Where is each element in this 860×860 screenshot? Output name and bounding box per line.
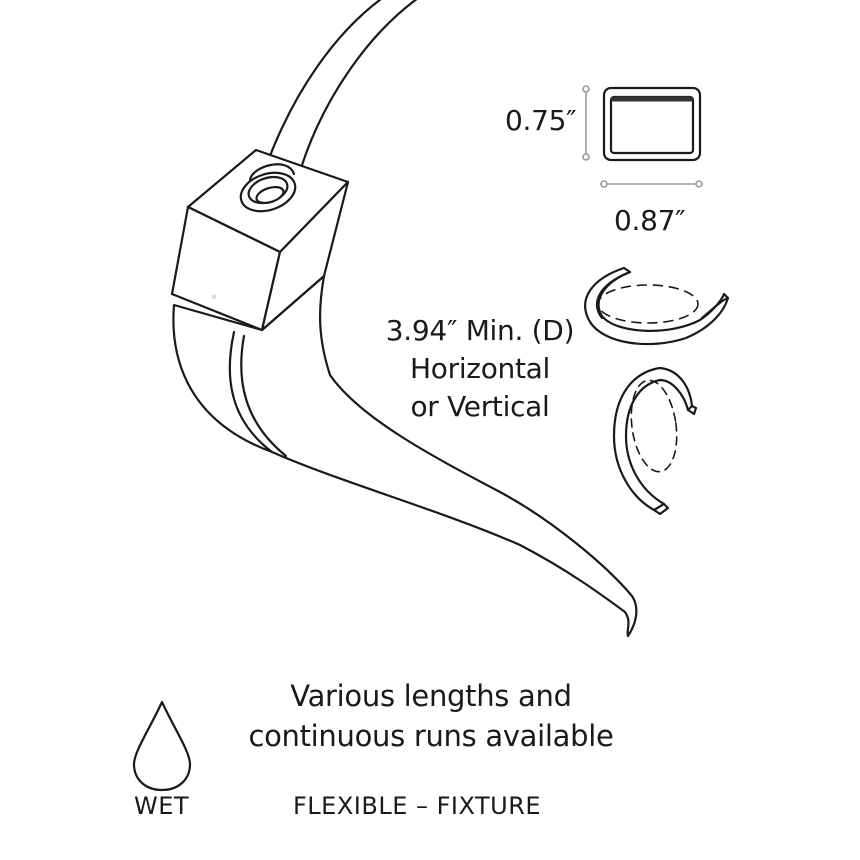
height-dimension-line	[582, 85, 590, 161]
availability-note: Various lengths and continuous runs avai…	[248, 676, 613, 756]
bend-orientation-line2: or Vertical	[410, 390, 550, 423]
horizontal-bend-icon	[584, 266, 730, 346]
connector-end-cap	[170, 148, 350, 332]
power-cable	[261, 0, 418, 187]
bend-orientation-line1: Horizontal	[410, 352, 550, 385]
water-drop-icon	[132, 700, 192, 792]
width-dimension-line	[600, 180, 703, 188]
bend-radius-note: 3.94″ Min. (D) Horizontal or Vertical	[385, 312, 575, 426]
availability-line1: Various lengths and	[290, 679, 572, 713]
availability-line2: continuous runs available	[248, 719, 614, 753]
cross-section-profile	[602, 86, 702, 162]
wet-rating-label: WET	[134, 792, 190, 820]
product-type-label: FLEXIBLE – FIXTURE	[293, 792, 542, 820]
bend-radius-value: 3.94″ Min. (D)	[385, 314, 575, 347]
vertical-bend-icon	[612, 366, 698, 516]
width-dimension-label: 0.87″	[614, 204, 686, 237]
flexible-strip	[172, 274, 638, 638]
height-dimension-label: 0.75″	[505, 104, 577, 137]
